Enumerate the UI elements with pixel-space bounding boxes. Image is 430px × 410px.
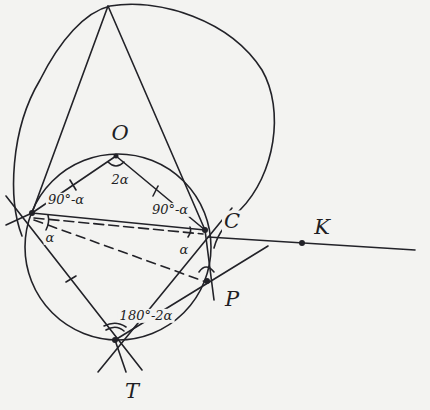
point-dot [202,227,208,233]
point-label: C [222,210,242,233]
point-label: K [312,216,332,239]
tick-mark [66,276,76,282]
point-dot [112,337,118,343]
angle-label: 90°-α [150,203,190,217]
angle-label: α [44,231,57,245]
point-dot [114,154,119,159]
tangent-line [98,208,232,372]
tick-mark [70,180,76,190]
tick-mark [153,186,158,196]
segment-line [115,340,126,372]
point-label: T [123,380,141,403]
radius-line [32,156,116,213]
angle-arc [106,327,124,331]
angle-arc [46,215,49,230]
angle-label: 2α [109,173,130,187]
side-line [32,6,108,213]
small-circle [25,154,211,340]
angle-label: 180°-2α [118,309,175,323]
angle-arc [188,227,191,237]
angle-label: 90°-α [46,193,86,207]
radius-line [116,156,205,230]
dashed-line [34,220,206,282]
chord-line [34,218,203,234]
big-circle [14,4,275,248]
segment-line [205,230,214,300]
angle-arc [199,267,214,272]
angle-arc [108,162,124,166]
angle-label: α [178,243,191,257]
segment-line [6,213,32,225]
point-label: O [109,122,130,145]
secant-line [115,246,268,340]
point-dot [299,240,305,246]
point-label: P [223,288,241,311]
point-dot [204,278,210,284]
side-line [108,6,205,230]
point-dot [29,210,35,216]
